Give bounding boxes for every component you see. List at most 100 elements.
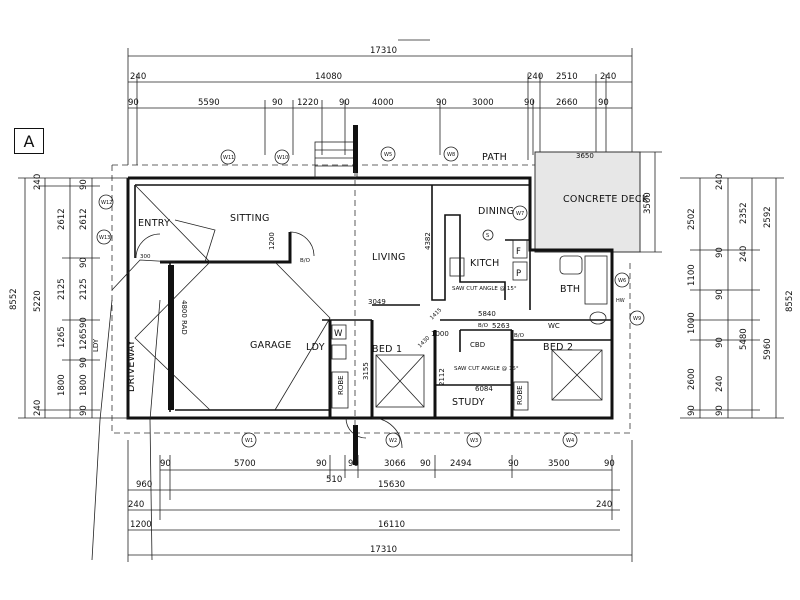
dim-top: 90 (524, 98, 535, 108)
dim-bottom: 2494 (450, 459, 472, 469)
dim-bottom-overall: 17310 (370, 545, 397, 555)
dim-interior: 5263 (492, 322, 510, 330)
dim-right: 1100 (687, 264, 697, 286)
dim-top: 90 (128, 98, 139, 108)
dim-right: 90 (715, 337, 725, 348)
dim-left: 90 (79, 357, 89, 368)
concrete-deck (534, 151, 641, 253)
dim-bottom: 15630 (378, 480, 405, 490)
room-robe-2: ROBE (516, 385, 524, 405)
dim-right: 2502 (687, 208, 697, 230)
label-ldy-ext: LDY (92, 338, 100, 352)
dim-bottom: 90 (160, 459, 171, 469)
dim-top: 14080 (315, 72, 342, 82)
note-300: 300 (140, 254, 151, 260)
dim-left: 1800 (79, 374, 89, 396)
dim-left: 2612 (57, 208, 67, 230)
window-tag: W5 (384, 152, 392, 158)
dim-interior: 6084 (475, 385, 493, 393)
dim-right: 90 (715, 405, 725, 416)
dim-left: 90 (79, 405, 89, 416)
dim-bottom: 90 (420, 459, 431, 469)
room-garage: GARAGE (250, 340, 292, 351)
notes: SAW CUT ANGLE @ 15° SAW CUT ANGLE @ 15° … (140, 152, 594, 393)
dim-left: 5220 (33, 290, 43, 312)
dim-top: 90 (598, 98, 609, 108)
left-dimensions: 8552 240 5220 240 2612 2125 1265 1800 90… (9, 174, 128, 419)
dim-left: 90 (79, 179, 89, 190)
dim-top: 3000 (472, 98, 494, 108)
note-b: B/O (514, 333, 525, 339)
dim-top: 240 (527, 72, 543, 82)
bottom-dimensions: 90 5700 90 510 90 3066 90 2494 90 3500 9… (127, 440, 633, 562)
room-bth: BTH (560, 284, 580, 295)
dim-bottom: 960 (136, 480, 152, 490)
room-living: LIVING (372, 252, 406, 263)
dim-right: 240 (739, 246, 749, 262)
dim-top: 90 (436, 98, 447, 108)
window-tag: W13 (99, 235, 110, 241)
dim-bottom: 90 (604, 459, 615, 469)
window-tags (96, 146, 645, 448)
dim-left: 2125 (57, 278, 67, 300)
dim-left: 90 (79, 257, 89, 268)
room-bed2: BED 2 (543, 342, 573, 353)
room-cbd: CBD (470, 341, 485, 349)
dim-bottom: 90 (316, 459, 327, 469)
dim-left: 240 (33, 400, 43, 416)
note-b: B/O (300, 258, 311, 264)
dim-bottom: 240 (596, 500, 612, 510)
window-tag: W10 (277, 155, 288, 161)
room-robe: ROBE (337, 375, 345, 395)
fixture-pantry: P (516, 269, 521, 279)
room-dining: DINING (478, 206, 514, 217)
roller-door (168, 265, 174, 410)
dim-deck-depth: 3500 (643, 192, 653, 214)
room-sitting: SITTING (230, 213, 270, 224)
dim-top: 90 (272, 98, 283, 108)
dim-left: 1265 (57, 326, 67, 348)
fixture-washer: W (334, 329, 343, 339)
dim-interior: 4382 (424, 232, 432, 250)
dim-bottom: 240 (128, 500, 144, 510)
dim-top: 2660 (556, 98, 578, 108)
dim-left: 2612 (79, 208, 89, 230)
dim-bottom: 510 (326, 475, 342, 485)
dim-right: 240 (715, 376, 725, 392)
building (91, 125, 641, 561)
window-tag: W7 (516, 211, 524, 217)
dim-interior: 1430 (417, 335, 431, 349)
dim-bottom: 90 (508, 459, 519, 469)
dim-interior: 1200 (268, 232, 276, 250)
dim-right: 1000 (687, 312, 697, 334)
dim-left: 2125 (79, 278, 89, 300)
dim-bottom: 3500 (548, 459, 570, 469)
dim-right: 90 (715, 247, 725, 258)
dim-right: 2352 (739, 202, 749, 224)
section-marker: A (14, 128, 44, 154)
fixture-stove: S (486, 233, 489, 239)
fixture-wc: WC (548, 322, 560, 330)
window-tag: W4 (566, 438, 574, 444)
dim-bottom: 90 (348, 459, 359, 469)
dim-bottom: 1200 (130, 520, 152, 530)
dim-right-overall: 8552 (785, 290, 795, 312)
dim-right: 90 (715, 289, 725, 300)
dim-right: 5480 (739, 328, 749, 350)
fixtures: F P W WC HW S (334, 229, 625, 339)
window-tag-labels: W11 W10 W5 W8 W7 W6 W4 W9 W3 W2 W1 W12 W… (99, 152, 641, 444)
fixture-fridge: F (516, 247, 521, 257)
window-tag: W12 (101, 200, 112, 206)
window-tag: W6 (618, 278, 626, 284)
dim-right: 2600 (687, 368, 697, 390)
window-tag: W9 (633, 316, 641, 322)
dim-right: 90 (687, 405, 697, 416)
dim-interior: 3155 (362, 362, 370, 380)
dim-left: 240 (33, 174, 43, 190)
dim-bottom: 3066 (384, 459, 406, 469)
window-tag: W2 (389, 438, 397, 444)
dim-deck-width: 3650 (576, 152, 594, 160)
note-saw-cut: SAW CUT ANGLE @ 15° (454, 366, 519, 372)
label-roller-door: 4800 RAD (180, 300, 188, 335)
